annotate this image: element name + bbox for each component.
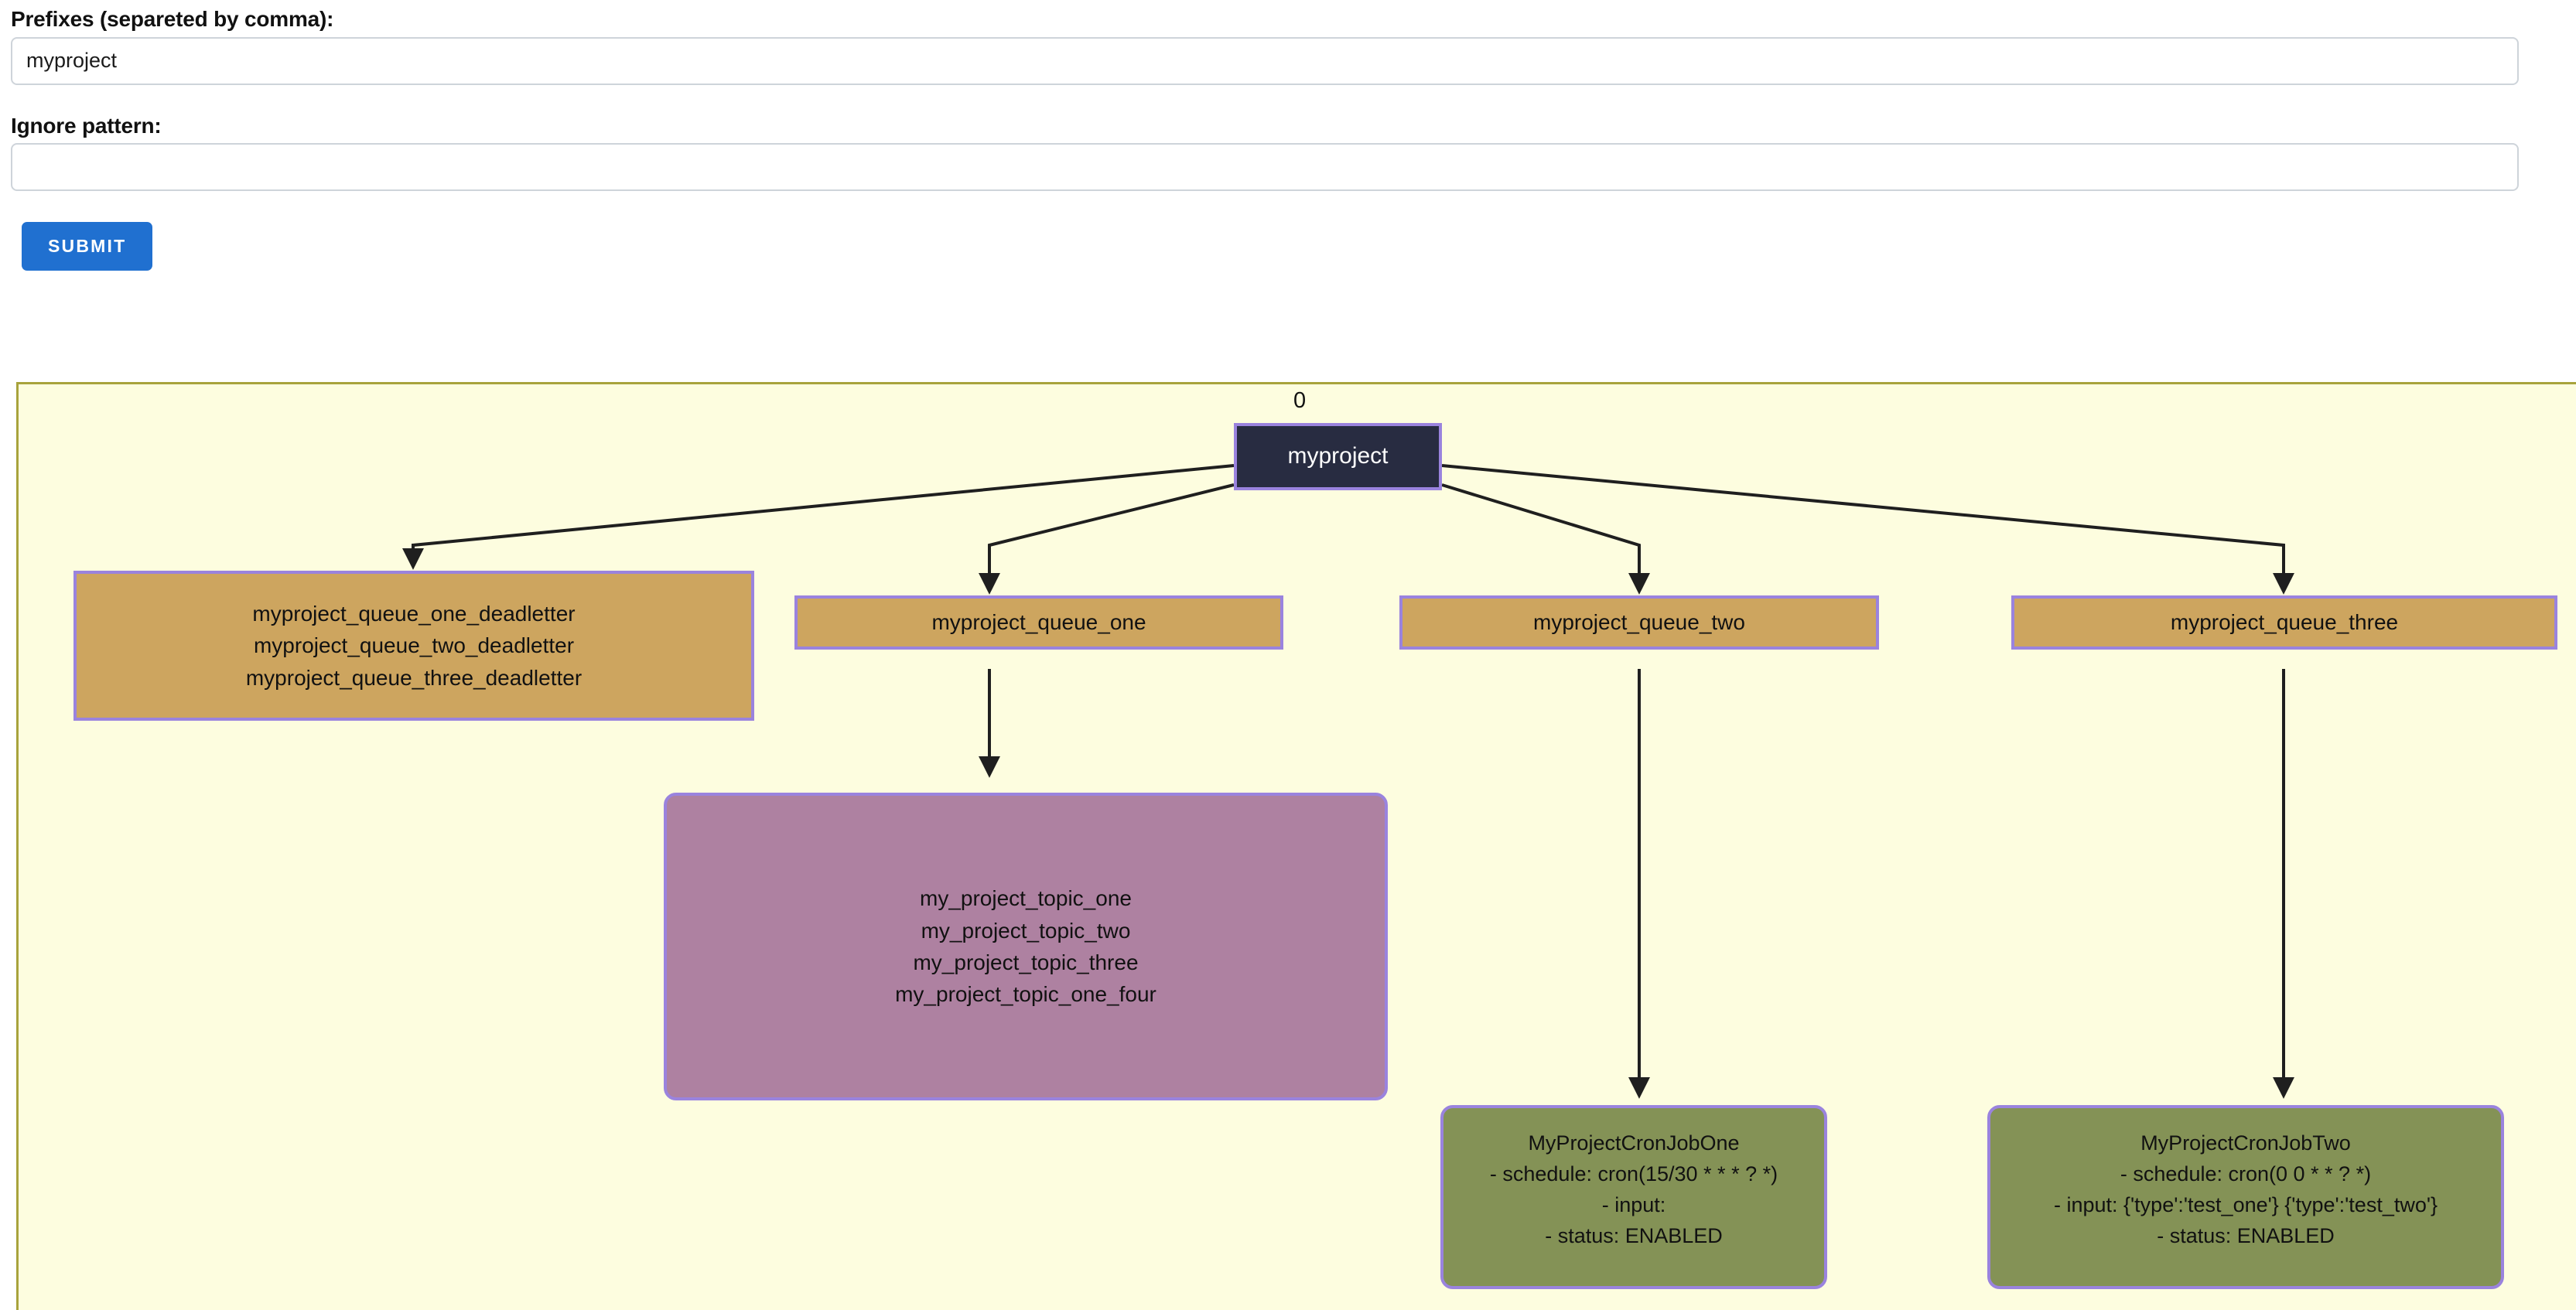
node-line: myproject_queue_three bbox=[2170, 610, 2399, 635]
node-queue-three[interactable]: myproject_queue_three bbox=[2011, 595, 2557, 650]
node-line: my_project_topic_one_four bbox=[895, 982, 1156, 1007]
root-index-label: 0 bbox=[1293, 388, 1307, 413]
node-line: myproject_queue_two_deadletter bbox=[253, 633, 575, 658]
node-line: - schedule: cron(15/30 * * * ? *) bbox=[1489, 1162, 1778, 1185]
node-deadletter-queues[interactable]: myproject_queue_one_deadletter myproject… bbox=[73, 571, 754, 721]
edge-root-to-queue-three bbox=[1441, 464, 2294, 595]
node-line: myproject_queue_three_deadletter bbox=[245, 665, 583, 690]
node-queue-two[interactable]: myproject_queue_two bbox=[1399, 595, 1879, 650]
edge-root-to-queue-two bbox=[1441, 483, 1650, 595]
graph-edges bbox=[402, 464, 2294, 1099]
prefixes-label: Prefixes (separeted by comma): bbox=[11, 7, 334, 31]
ignore-pattern-input[interactable] bbox=[11, 143, 2519, 192]
edge-root-to-deadletter bbox=[402, 464, 1235, 570]
node-line: MyProjectCronJobTwo bbox=[2140, 1131, 2351, 1155]
node-line: - input: bbox=[1601, 1192, 1666, 1216]
resource-graph: 0 myproject myproject_queue_one_deadlett… bbox=[16, 382, 2576, 1310]
node-line: my_project_topic_two bbox=[921, 918, 1131, 943]
node-line: - input: {'type':'test_one'} {'type':'te… bbox=[2053, 1192, 2438, 1216]
node-line: my_project_topic_one bbox=[920, 886, 1132, 911]
prefixes-input[interactable] bbox=[11, 36, 2519, 85]
node-cron-job-one[interactable]: MyProjectCronJobOne - schedule: cron(15/… bbox=[1440, 1105, 1827, 1289]
submit-button[interactable]: SUBMIT bbox=[22, 222, 153, 271]
node-line: my_project_topic_three bbox=[913, 950, 1139, 974]
node-line: myproject_queue_one_deadletter bbox=[252, 601, 576, 626]
node-line: MyProjectCronJobOne bbox=[1528, 1131, 1740, 1155]
node-line: - schedule: cron(0 0 * * ? *) bbox=[2120, 1162, 2372, 1185]
node-root-label: myproject bbox=[1287, 443, 1389, 469]
ignore-pattern-label: Ignore pattern: bbox=[11, 113, 162, 138]
node-line: - status: ENABLED bbox=[2157, 1223, 2335, 1247]
node-topics[interactable]: my_project_topic_one my_project_topic_tw… bbox=[664, 793, 1388, 1100]
node-line: myproject_queue_two bbox=[1533, 610, 1745, 635]
prefix-form: Prefixes (separeted by comma): Ignore pa… bbox=[0, 0, 2576, 271]
node-line: - status: ENABLED bbox=[1545, 1223, 1723, 1247]
node-root-myproject[interactable]: myproject bbox=[1234, 423, 1442, 490]
node-line: myproject_queue_one bbox=[931, 610, 1146, 635]
edge-root-to-queue-one bbox=[979, 483, 1235, 595]
node-queue-one[interactable]: myproject_queue_one bbox=[794, 595, 1283, 650]
node-cron-job-two[interactable]: MyProjectCronJobTwo - schedule: cron(0 0… bbox=[1987, 1105, 2504, 1289]
